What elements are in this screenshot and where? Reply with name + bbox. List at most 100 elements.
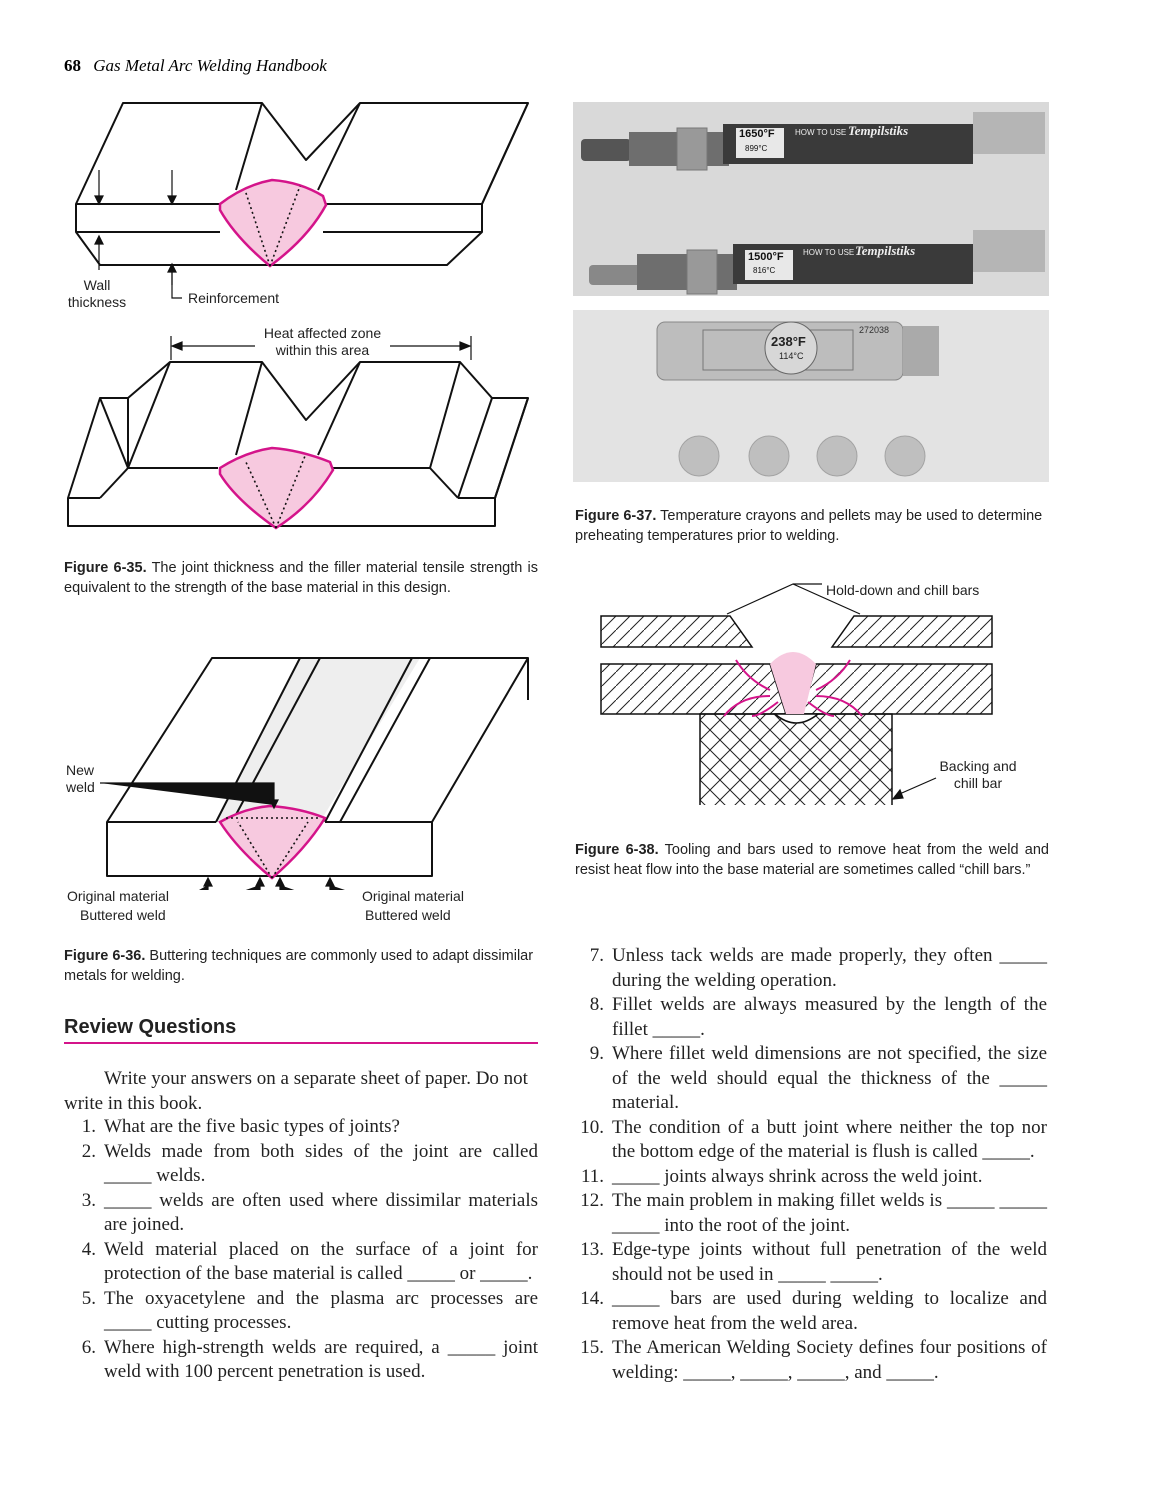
question-item: 2. Welds made from both sides of the join… bbox=[64, 1140, 538, 1189]
question-item: 11. _____ joints always shrink across the… bbox=[572, 1165, 1047, 1190]
page-number: 68 bbox=[64, 56, 81, 75]
figure-6-38-diagram bbox=[600, 583, 993, 805]
figure-6-35-bottom-diagram bbox=[67, 336, 529, 530]
haz-label: Heat affected zone within this area bbox=[263, 325, 382, 358]
question-number: 5. bbox=[81, 1287, 96, 1309]
question-item: 13. Edge-type joints without full penetra… bbox=[572, 1238, 1047, 1287]
backing-chill-bar-label: Backing and chill bar bbox=[939, 758, 1017, 791]
question-item: 4. Weld material placed on the surface of… bbox=[64, 1238, 538, 1287]
reinforcement-label: Reinforcement bbox=[188, 290, 280, 306]
pellet-tube bbox=[656, 321, 939, 381]
pellet bbox=[884, 435, 926, 477]
question-item: 9. Where fillet weld dimensions are not s… bbox=[572, 1042, 1047, 1116]
buttered-weld-left-label: Buttered weld bbox=[80, 907, 166, 923]
questions-right: 7.Unless tack welds are made properly, t… bbox=[572, 944, 1047, 1385]
figure-6-38-caption: Figure 6-38. Tooling and bars used to re… bbox=[575, 840, 1049, 880]
question-number: 15. bbox=[580, 1337, 604, 1358]
question-text: The American Welding Society defines fou… bbox=[612, 1337, 1047, 1383]
crayon-1-temp: 1650°F bbox=[739, 128, 775, 140]
question-number: 12. bbox=[580, 1190, 604, 1211]
question-number: 2. bbox=[81, 1140, 96, 1162]
crayons-drawing bbox=[581, 112, 1045, 295]
question-text: _____ bars are used during welding to lo… bbox=[612, 1288, 1047, 1334]
question-text: _____ welds are often used where dissimi… bbox=[104, 1189, 538, 1236]
question-number: 9. bbox=[589, 1043, 604, 1064]
pellets-photo: 238°F 114°C 272038 bbox=[573, 310, 1049, 482]
question-item: 12. The main problem in making fillet wel… bbox=[572, 1189, 1047, 1238]
pellet-code: 272038 bbox=[859, 325, 890, 335]
question-number: 13. bbox=[580, 1239, 604, 1260]
question-text: Where fillet weld dimensions are not spe… bbox=[612, 1043, 1047, 1113]
question-number: 7. bbox=[589, 945, 604, 966]
figure-6-36-caption: Figure 6-36. Buttering techniques are co… bbox=[64, 946, 538, 986]
review-questions-heading: Review Questions bbox=[64, 1016, 538, 1044]
question-text: Welds made from both sides of the joint … bbox=[104, 1140, 538, 1187]
crayon-2-sub: 816°C bbox=[753, 266, 776, 275]
crayons-photo: 1650°F 899°C HOW TO USE Tempilstiks 1500… bbox=[573, 102, 1049, 296]
question-text: The condition of a butt joint where neit… bbox=[612, 1116, 1047, 1163]
figure-6-36-number: Figure 6-36. bbox=[64, 948, 146, 964]
reinforcement-leader bbox=[171, 266, 182, 299]
pellet-sub: 114°C bbox=[779, 351, 804, 361]
figure-6-35-number: Figure 6-35. bbox=[64, 560, 147, 576]
question-number: 1. bbox=[81, 1116, 96, 1137]
running-header: 68 Gas Metal Arc Welding Handbook bbox=[64, 56, 327, 76]
crayon-2-temp: 1500°F bbox=[748, 251, 784, 263]
wall-thickness-label: Wall thickness bbox=[67, 277, 127, 310]
question-item: 3. _____ welds are often used where dissi… bbox=[64, 1189, 538, 1238]
pellet bbox=[816, 435, 858, 477]
original-material-left-label: Original material bbox=[67, 888, 169, 904]
figure-6-36-text: Buttering techniques are commonly used t… bbox=[64, 948, 534, 984]
figure-6-38-text: Tooling and bars used to remove heat fro… bbox=[575, 842, 1049, 878]
figure-6-38-number: Figure 6-38. bbox=[575, 842, 659, 858]
question-text: Edge-type joints without full penetratio… bbox=[612, 1239, 1047, 1285]
crayon-2-brand: Tempilstiks bbox=[855, 243, 916, 258]
question-number: 4. bbox=[81, 1238, 96, 1260]
book-title: Gas Metal Arc Welding Handbook bbox=[93, 56, 327, 75]
question-item: 6. Where high-strength welds are required… bbox=[64, 1336, 538, 1385]
new-weld-label: New weld bbox=[66, 762, 95, 795]
question-text: _____ joints always shrink across the we… bbox=[612, 1165, 983, 1187]
crayon-1-how: HOW TO USE bbox=[795, 128, 847, 137]
question-number: 3. bbox=[81, 1189, 96, 1211]
figure-6-37-text: Temperature crayons and pellets may be u… bbox=[575, 508, 1043, 544]
buttered-weld-right-label: Buttered weld bbox=[365, 907, 451, 923]
question-item: 10. The condition of a butt joint where n… bbox=[572, 1116, 1047, 1165]
crayon-1-sub: 899°C bbox=[745, 144, 768, 153]
question-item: 14. _____ bars are used during welding to… bbox=[572, 1287, 1047, 1336]
pellet bbox=[748, 435, 790, 477]
question-text: The oxyacetylene and the plasma arc proc… bbox=[104, 1287, 538, 1334]
original-material-right-label: Original material bbox=[362, 888, 464, 904]
crayon-2-how: HOW TO USE bbox=[803, 248, 855, 257]
pellets-drawing bbox=[656, 321, 939, 477]
questions-left: 1. What are the five basic types of joint… bbox=[64, 1115, 538, 1385]
question-number: 14. bbox=[580, 1288, 604, 1309]
figure-6-37-number: Figure 6-37. bbox=[575, 508, 657, 524]
crayon-1-brand: Tempilstiks bbox=[848, 123, 909, 138]
question-text: Fillet welds are always measured by the … bbox=[612, 994, 1047, 1040]
question-number: 10. bbox=[580, 1116, 604, 1138]
figure-6-35-text: The joint thickness and the filler mater… bbox=[64, 560, 538, 596]
question-text: Where high-strength welds are required, … bbox=[104, 1336, 538, 1383]
question-text: The main problem in making fillet welds … bbox=[612, 1190, 1047, 1236]
figure-6-35-caption: Figure 6-35. The joint thickness and the… bbox=[64, 558, 538, 598]
pellet bbox=[678, 435, 720, 477]
figure-6-37-caption: Figure 6-37. Temperature crayons and pel… bbox=[575, 506, 1049, 546]
figure-6-36-diagram bbox=[100, 657, 529, 890]
review-intro: Write your answers on a separate sheet o… bbox=[64, 1068, 528, 1114]
crayon-1 bbox=[581, 112, 1045, 171]
question-number: 11. bbox=[580, 1165, 604, 1187]
figure-6-35-top-diagram bbox=[75, 102, 529, 285]
hold-down-chill-bars-label: Hold-down and chill bars bbox=[826, 582, 980, 598]
pellets bbox=[678, 435, 926, 477]
pellet-temp: 238°F bbox=[771, 334, 806, 349]
question-text: What are the five basic types of joints? bbox=[104, 1116, 400, 1137]
question-item: 15. The American Welding Society defines … bbox=[572, 1336, 1047, 1385]
question-text: Weld material placed on the surface of a… bbox=[104, 1238, 538, 1285]
question-number: 6. bbox=[81, 1336, 96, 1358]
question-number: 8. bbox=[589, 994, 604, 1015]
question-item: 1. What are the five basic types of joint… bbox=[64, 1115, 538, 1140]
question-item: 8. Fillet welds are always measured by th… bbox=[572, 993, 1047, 1042]
question-item: 5. The oxyacetylene and the plasma arc pr… bbox=[64, 1287, 538, 1336]
crayon-2 bbox=[589, 230, 1045, 295]
